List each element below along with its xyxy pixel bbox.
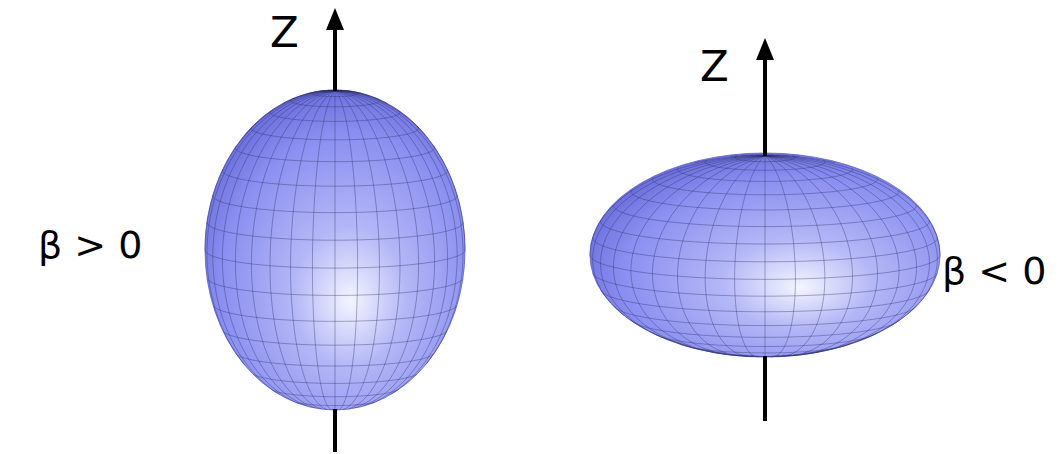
grid-line <box>433 146 435 148</box>
grid-line <box>251 126 418 140</box>
grid-line <box>735 156 796 162</box>
grid-line <box>678 156 766 356</box>
grid-line <box>207 91 335 365</box>
grid-line <box>590 255 940 279</box>
grid-line <box>765 156 937 346</box>
grid-line <box>335 91 336 410</box>
z-axis <box>326 8 344 452</box>
grid-line <box>207 279 463 296</box>
grid-line <box>205 91 335 250</box>
grid-line <box>253 374 416 383</box>
grid-line <box>705 156 765 357</box>
grid-line <box>877 178 878 179</box>
grid-line <box>207 222 463 240</box>
grid-line <box>291 98 380 107</box>
grid-line <box>335 91 463 365</box>
grid-line <box>593 156 765 346</box>
grid-line <box>601 156 765 353</box>
axis-stub <box>763 356 767 421</box>
grid-line <box>705 160 825 170</box>
grid-line <box>335 91 426 135</box>
grid-line <box>339 90 357 93</box>
grid-line <box>335 91 435 406</box>
grid-line <box>397 110 400 113</box>
grid-line <box>223 331 447 345</box>
axis-arrowhead <box>756 38 774 60</box>
oblate-spheroid <box>590 153 940 357</box>
grid-line <box>631 190 899 210</box>
grid-line <box>824 160 825 162</box>
grid-line <box>213 306 457 322</box>
grid-line <box>375 98 380 101</box>
grid-line <box>735 156 765 357</box>
grid-line <box>614 306 917 326</box>
grid-line <box>916 204 917 206</box>
grid-line <box>593 238 938 262</box>
grid-line <box>282 91 335 104</box>
grid-line <box>631 320 898 337</box>
grid-line <box>270 110 400 122</box>
deformation-label: β > 0 <box>38 226 142 264</box>
axis-label: Z <box>700 46 729 88</box>
grid-line <box>335 91 457 394</box>
grid-line <box>335 91 358 410</box>
grid-line <box>222 169 447 186</box>
grid-line <box>765 156 853 356</box>
grid-line <box>205 250 465 268</box>
grid-line <box>601 290 929 312</box>
grid-line <box>653 333 877 347</box>
grid-line <box>213 195 457 213</box>
grid-line <box>653 178 878 195</box>
grid-line <box>851 168 853 170</box>
grid-line <box>765 156 795 357</box>
grid-line <box>237 354 434 366</box>
axis-line <box>333 26 337 91</box>
grid-line <box>707 350 823 356</box>
grid-line <box>613 205 916 227</box>
deformation-label: β < 0 <box>942 252 1046 290</box>
z-axis <box>756 38 774 421</box>
grid-line <box>593 273 938 296</box>
grid-line <box>792 156 795 158</box>
grid-line <box>456 194 457 196</box>
grid-line <box>679 343 852 353</box>
grid-line <box>417 126 418 128</box>
grid-line <box>751 155 765 156</box>
grid-line <box>765 156 766 357</box>
grid-line <box>601 221 930 244</box>
spheroid-body <box>590 153 940 357</box>
grid-line <box>929 220 930 222</box>
grid-line <box>213 91 335 394</box>
grid-line <box>296 402 374 405</box>
grid-line <box>765 156 929 353</box>
grid-line <box>462 221 463 222</box>
axis-line <box>763 56 767 156</box>
axis-stub <box>333 409 337 452</box>
grid-line <box>765 156 825 357</box>
grid-line <box>235 91 335 406</box>
grid-line <box>447 169 448 170</box>
grid-line <box>244 91 335 135</box>
spheroid-body <box>205 90 465 410</box>
grid-line <box>678 168 853 182</box>
grid-line <box>613 156 765 355</box>
prolate-spheroid <box>205 90 465 410</box>
grid-line <box>273 390 397 396</box>
axis-label: Z <box>270 12 299 54</box>
grid-line <box>235 146 434 162</box>
grid-line <box>312 90 357 96</box>
grid-line <box>312 91 335 410</box>
grid-line <box>765 156 917 355</box>
grid-line <box>898 190 899 192</box>
grid-line <box>335 91 388 104</box>
axis-arrowhead <box>326 8 344 30</box>
grid-line <box>741 155 765 157</box>
